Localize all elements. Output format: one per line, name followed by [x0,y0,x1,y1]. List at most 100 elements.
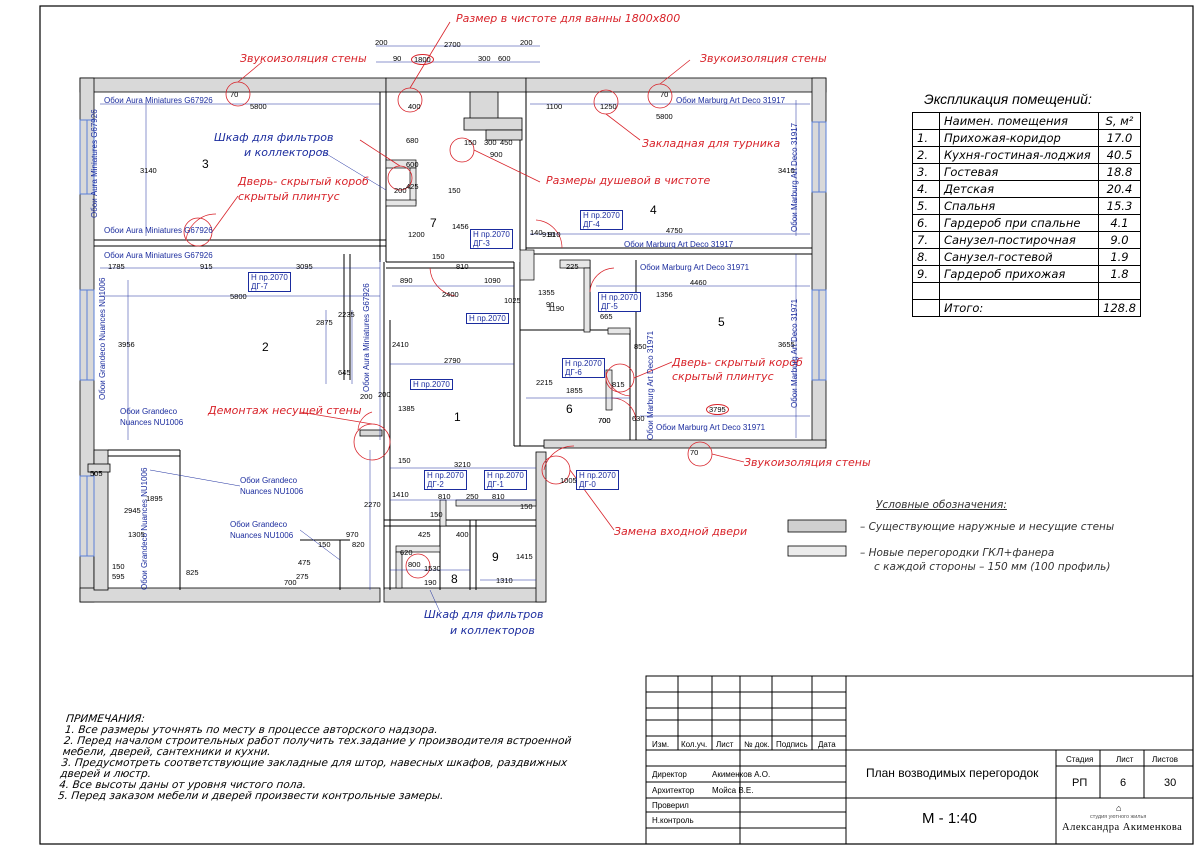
dimension-value: 225 [566,262,579,271]
dimension-value: 425 [406,182,419,191]
dimension-value: 2410 [392,340,409,349]
studio-name: Александра Акименкова [1062,822,1183,833]
callout-sound-left: Звукоизоляция стены [240,52,367,65]
dimension-value: 680 [406,136,419,145]
explication-room: Гостевая [939,163,1099,181]
dimension-value: 910 [548,230,561,239]
dimension-value: 1200 [408,230,425,239]
stamp-col: Подпись [776,740,808,749]
explication-header-row: Наимен. помещения S, м² [912,112,1141,130]
sheet-scale: М - 1:40 [922,810,978,827]
sheet-frame [39,5,1194,845]
dimension-value: 70 [690,448,699,457]
dimension-value: 150 [464,138,477,147]
explication-area: 18.8 [1098,163,1141,181]
dimension-value: 200 [375,38,388,47]
dimension-value: 2235 [338,310,355,319]
dimension-value: 820 [352,540,365,549]
exterior-walls [79,77,827,603]
dimension-value: 400 [408,102,421,111]
wallpaper-label: Обои Marburg Art Deco 31971 [790,298,799,408]
dimension-value: 140 [530,228,543,237]
dimension-value: 5800 [230,292,247,301]
legend-new-partitions: – Новые перегородки ГКЛ+фанера [860,547,1055,559]
explication-area: 9.0 [1098,231,1141,249]
dimension-value: 70 [660,90,669,99]
stamp-person: Мойса В.Е. [712,786,754,795]
dimension-value: 3956 [118,340,135,349]
dimension-lines [100,45,810,590]
explication-room: Прихожая-коридор [939,129,1099,147]
explication-room: Детская [939,180,1099,198]
dimension-value: 150 [430,510,443,519]
explication-room: Санузел-гостевой [939,248,1099,266]
room-number-9: 9 [492,550,499,564]
stamp-sheet-value: 6 [1120,777,1127,789]
explication-cell [912,282,940,300]
room-number-2: 2 [262,340,269,354]
legend-swatches [787,519,847,557]
explication-total-row: Итого:128.8 [912,299,1141,317]
dimension-value: 970 [346,530,359,539]
wallpaper-label: Обои Aura Miniatures G67926 [104,96,213,105]
dimension-value: 450 [500,138,513,147]
dimension-value: 1385 [398,404,415,413]
stamp-sheets-label: Листов [1152,755,1178,764]
dimension-value: 2875 [316,318,333,327]
stamp-role: Н.контроль [652,816,694,825]
dimension-value: 1005 [560,476,577,485]
title-block-grid [645,675,1194,845]
dimension-value: 1356 [656,290,673,299]
stamp-sheets-value: 30 [1164,777,1177,789]
dimension-value: 90 [546,300,555,309]
dimension-value: 1410 [392,490,409,499]
wallpaper-label: Обои Grandeco [120,407,178,416]
dimension-value: 275 [296,572,309,581]
dimension-value: 5800 [250,102,267,111]
dimension-value: 70 [230,90,239,99]
dimension-value: 665 [600,312,613,321]
callout-sound-right: Звукоизоляция стены [700,52,827,65]
wallpaper-label: Обои Grandeco Nuances NU1006 [140,467,149,590]
dimension-value: 190 [424,578,437,587]
dimension-value: 3210 [454,460,471,469]
room-number-8: 8 [451,572,458,586]
dimension-value: 700 [284,578,297,587]
stamp-sheet-label: Лист [1116,755,1134,764]
dimension-value: 300 [484,138,497,147]
dimension-value: 150 [520,502,533,511]
stamp-col: Изм. [652,740,670,749]
callout-demolition: Демонтаж несущей стены [208,404,362,417]
notes-block: ПРИМЕЧАНИЯ: 1. Все размеры уточнять по м… [57,713,574,802]
explication-cell [1098,282,1141,300]
explication-header-area: S, м² [1098,112,1141,130]
dimension-value: 1305 [128,530,145,539]
explication-table: Наимен. помещения S, м² 1.Прихожая-корид… [912,112,1141,317]
dimension-value: 800 [408,560,421,569]
dimension-value: 2945 [124,506,141,515]
explication-area: 20.4 [1098,180,1141,198]
explication-num: 2. [912,146,940,164]
dimension-value: 150 [318,540,331,549]
dimension-value: 4460 [690,278,707,287]
stamp-col: Дата [818,740,836,749]
callout-hidden-door-b2: скрытый плинтус [672,370,774,383]
wallpaper-label: Обои Aura Miniatures G67926 [362,283,371,392]
dimension-value: 1800 [411,54,434,65]
wallpaper-label: Обои Marburg Art Deco 31971 [656,423,766,432]
stamp-person: Акименков А.О. [712,770,771,779]
callout-filter-cabinet-bot-2: и коллекторов [450,624,535,637]
stamp-role: Архитектор [652,786,695,795]
dimension-value: 825 [186,568,199,577]
callout-filter-cabinet-top-2: и коллекторов [244,146,329,159]
dimension-value: 5800 [656,112,673,121]
dimension-value: 630 [632,414,645,423]
